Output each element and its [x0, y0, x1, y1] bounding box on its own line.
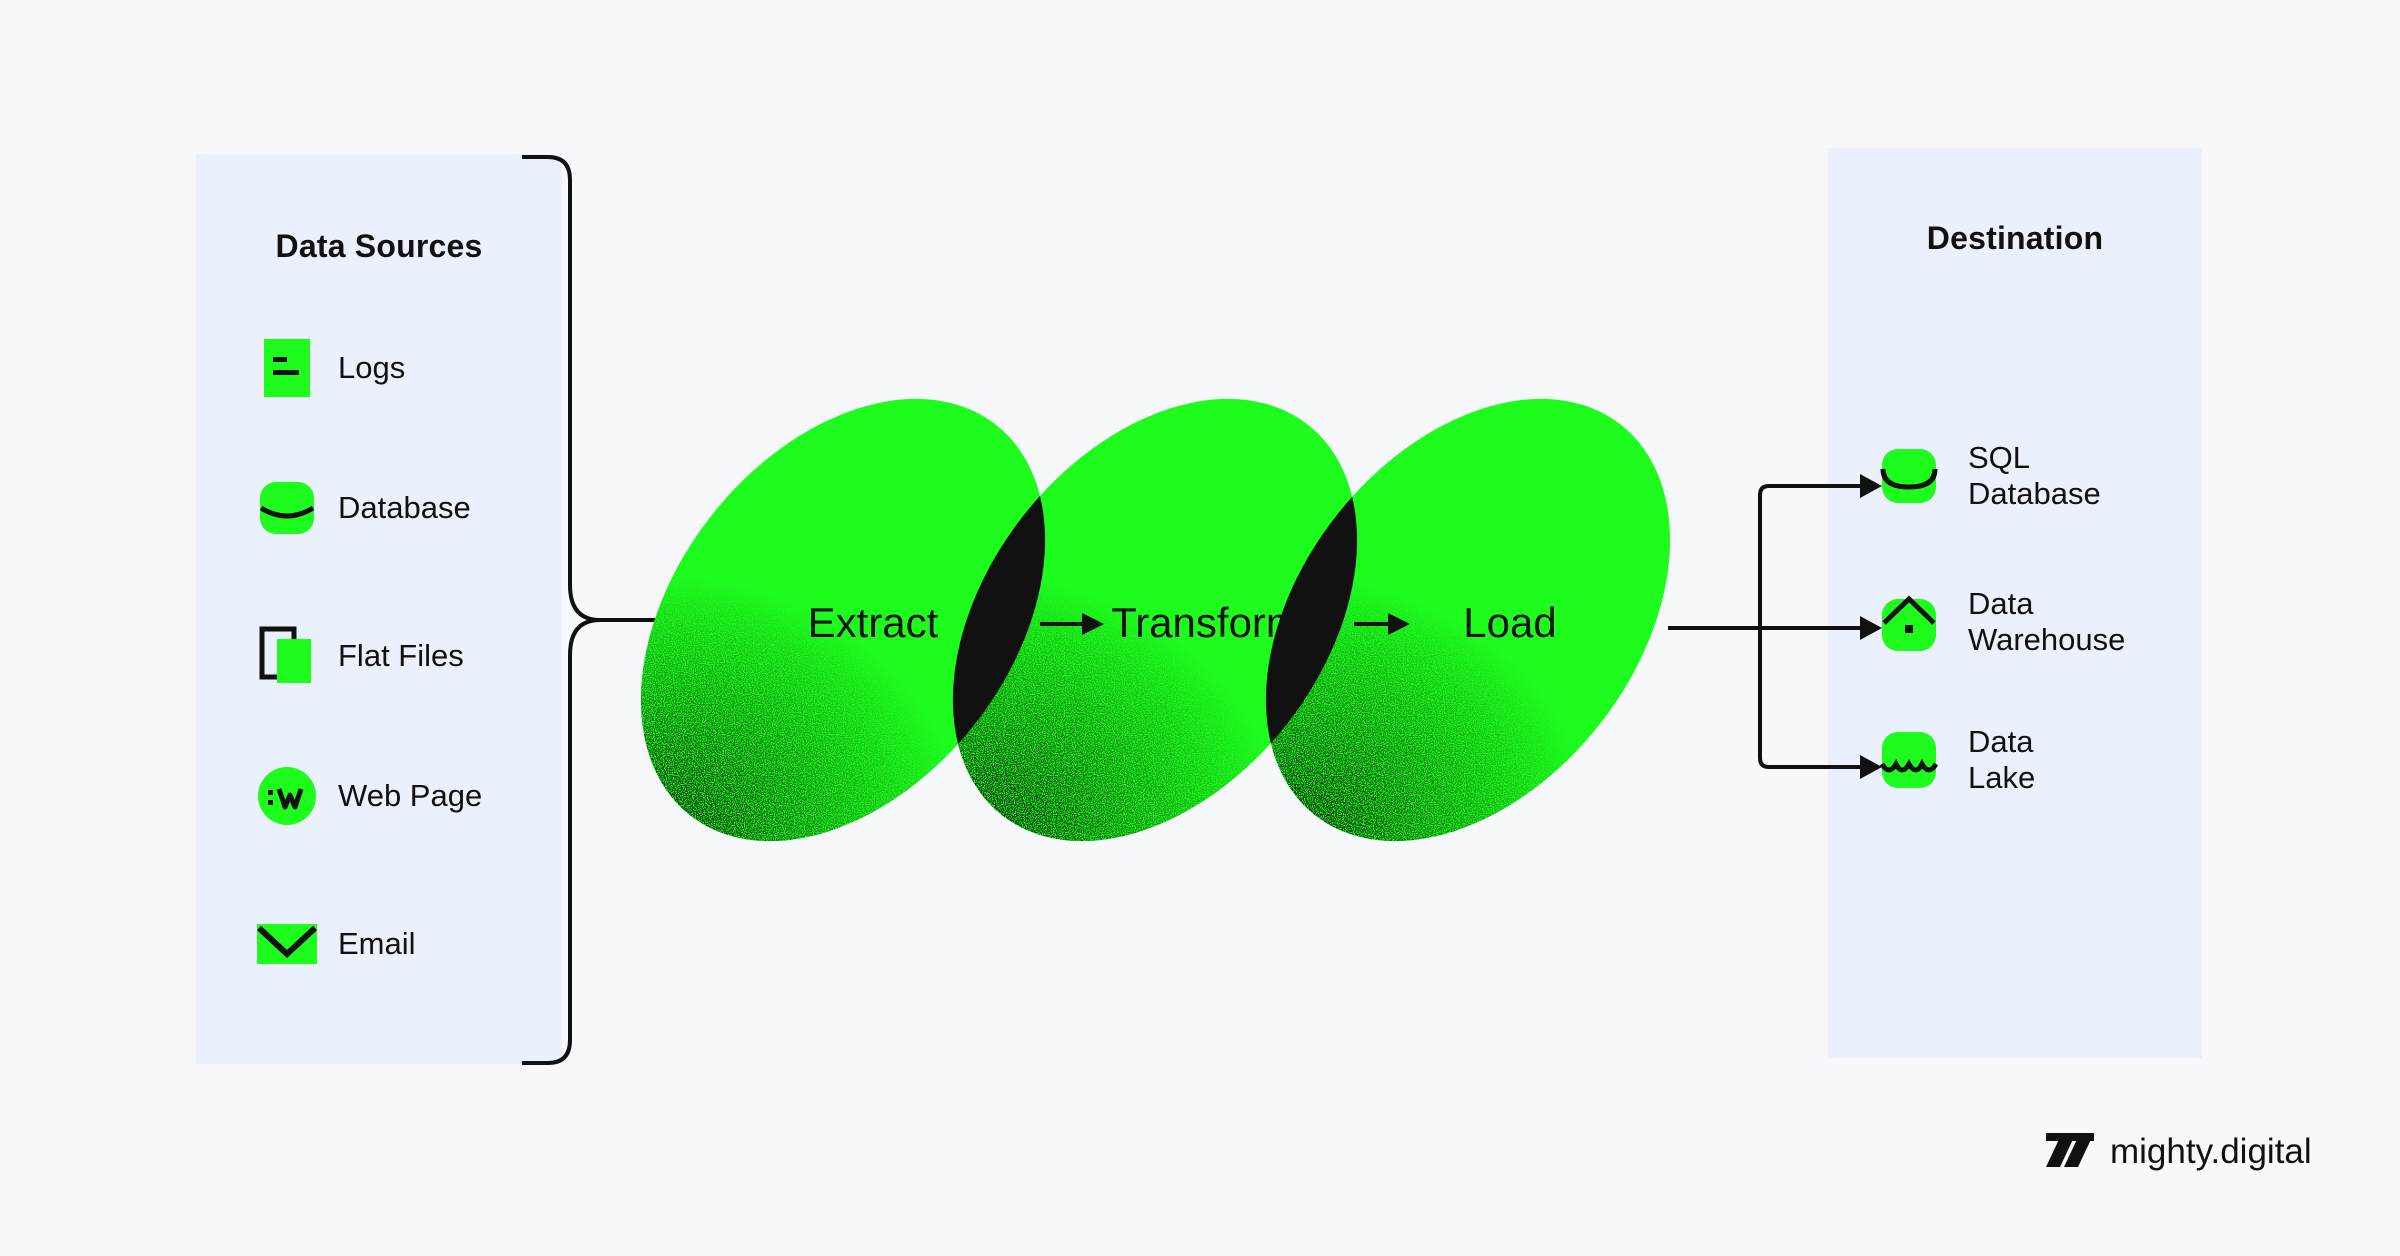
- source-item-email: Email: [256, 912, 416, 976]
- stage-label-load: Load: [1463, 599, 1556, 646]
- arrowhead-warehouse: [1860, 616, 1882, 640]
- source-item-database: Database: [256, 476, 471, 540]
- brand: mighty.digital: [2046, 1132, 2312, 1172]
- source-bracket: [522, 155, 601, 1065]
- data-sources-title: Data Sources: [275, 228, 483, 264]
- destination-title: Destination: [1926, 220, 2104, 256]
- destination-item-sql-database: SQL Database: [1878, 440, 2101, 512]
- destination-item-data-lake: Data Lake: [1878, 724, 2035, 796]
- destination-label-line2: Database: [1968, 476, 2101, 511]
- web-page-icon: [256, 765, 318, 827]
- destination-label-line1: SQL: [1968, 440, 2031, 475]
- source-label: Email: [338, 926, 416, 961]
- source-label: Database: [338, 490, 471, 525]
- source-label: Flat Files: [338, 638, 464, 673]
- brand-name: mighty.digital: [2110, 1132, 2312, 1171]
- flat-files-icon: [256, 625, 318, 687]
- load-output-connector: [1668, 484, 1872, 769]
- source-label: Web Page: [338, 778, 483, 813]
- stage-label-transform: Transform: [1111, 599, 1301, 646]
- source-item-logs: Logs: [256, 336, 405, 400]
- email-icon: [256, 913, 318, 975]
- stage-label-extract: Extract: [808, 599, 939, 646]
- destination-label-line1: Data: [1968, 724, 2034, 759]
- arrowhead-sql: [1860, 474, 1882, 498]
- source-label: Logs: [338, 350, 406, 385]
- database-icon: [256, 477, 318, 539]
- destination-panel: Destination SQL Database Data Warehouse: [1828, 148, 2202, 1058]
- extract-to-transform-arrowhead: [1082, 613, 1104, 635]
- destination-label-line2: Lake: [1968, 760, 2036, 795]
- destination-label-line2: Warehouse: [1968, 622, 2126, 657]
- data-lake-icon: [1878, 729, 1940, 791]
- mighty-digital-logo: [2046, 1132, 2096, 1172]
- arrowhead-lake: [1860, 755, 1882, 779]
- transform-to-load-arrowhead: [1388, 613, 1410, 635]
- sql-database-icon: [1878, 445, 1940, 507]
- destination-item-data-warehouse: Data Warehouse: [1878, 586, 2125, 658]
- data-warehouse-icon: [1878, 591, 1940, 653]
- source-item-web-page: Web Page: [256, 764, 482, 828]
- source-item-flat-files: Flat Files: [256, 624, 464, 688]
- logs-icon: [256, 337, 318, 399]
- destination-label-line1: Data: [1968, 586, 2034, 621]
- data-sources-panel: Data Sources Logs Database Flat Fil: [196, 154, 562, 1064]
